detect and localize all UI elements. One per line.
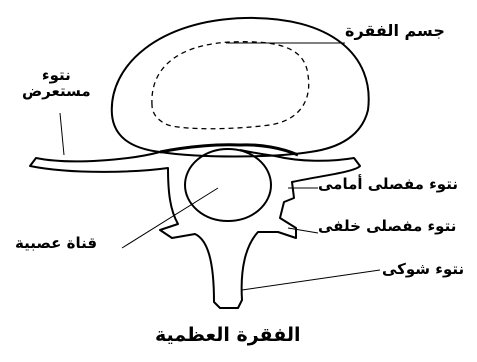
label-superior-articular-process: نتوء مفصلى أمامى [318,177,458,193]
label-transverse-process-line2: مستعرض [22,84,91,100]
label-vertebral-body: جسم الفقرة [345,23,445,40]
leader-inferior-articular [288,228,318,233]
neural-canal-outline [185,149,271,221]
label-inferior-articular-process: نتوء مفصلى خلفى [318,219,456,235]
leader-spinous-process [242,270,380,290]
leader-transverse-process [60,113,64,155]
vertebral-body-inner-outline [152,42,309,129]
label-transverse-process: نتوء مستعرض [22,68,91,100]
diagram-title: الفقرة العظمية [155,326,301,346]
label-neural-canal: قناة عصبية [15,236,97,252]
vertebral-body-outline [112,18,369,157]
label-spinous-process: نتوء شوكى [382,262,464,278]
vertebral-arch-outline [30,150,360,308]
